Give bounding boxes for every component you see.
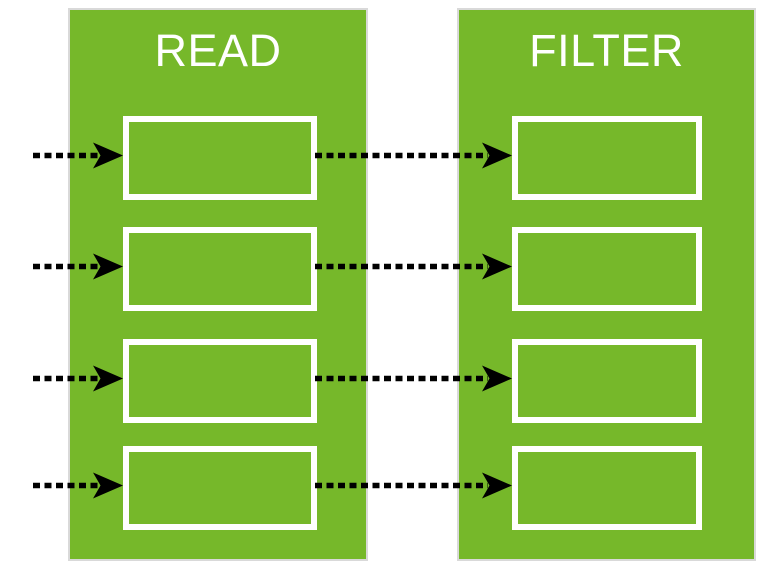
read-slot-4: [123, 446, 317, 530]
read-slot-3: [123, 339, 317, 423]
filter-panel-title: FILTER: [529, 25, 684, 76]
filter-slot-4: [512, 446, 702, 530]
read-panel-title: READ: [154, 25, 282, 76]
filter-slot-2: [512, 227, 702, 311]
read-panel: READ: [68, 8, 368, 561]
filter-panel: FILTER: [457, 8, 756, 561]
read-slot-2: [123, 227, 317, 311]
read-slot-1: [123, 116, 317, 200]
filter-slot-1: [512, 116, 702, 200]
filter-slot-3: [512, 339, 702, 423]
